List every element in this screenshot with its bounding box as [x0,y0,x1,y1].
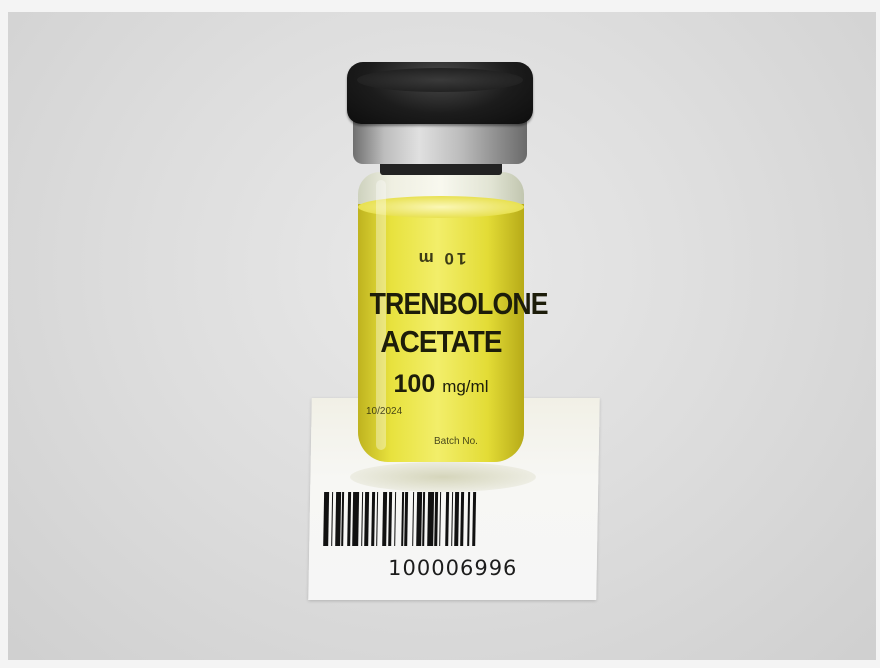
label-date: 10/2024 [366,406,403,417]
concentration-unit: mg/ml [442,377,489,396]
label-name-line2: ACETATE [380,324,502,359]
vial-label: 10 m TRENBOLONE ACETATE 100 mg/ml 10/202… [358,246,549,447]
vial-oil [358,196,524,462]
barcode-bars [323,492,578,546]
cap-rim [357,68,523,92]
concentration-value: 100 [393,370,436,398]
label-name-line1: TRENBOLONE [369,286,549,321]
photo-border [0,0,880,12]
vial-shadow [350,462,536,492]
label-batch: Batch No. [434,436,478,447]
flip-cap [347,62,533,124]
barcode-bar [471,492,476,546]
vial-neck [380,161,502,175]
aluminium-crimp [353,120,527,164]
label-concentration: 100 mg/ml [358,370,524,399]
photo-border [0,0,8,668]
vial-glass [358,172,524,462]
photo-border [876,0,880,668]
oil-meniscus [358,196,524,218]
photo-border [0,660,880,668]
barcode-number: 100006996 [387,556,518,580]
label-volume: 10 m [415,249,467,268]
glass-highlight [376,180,386,450]
